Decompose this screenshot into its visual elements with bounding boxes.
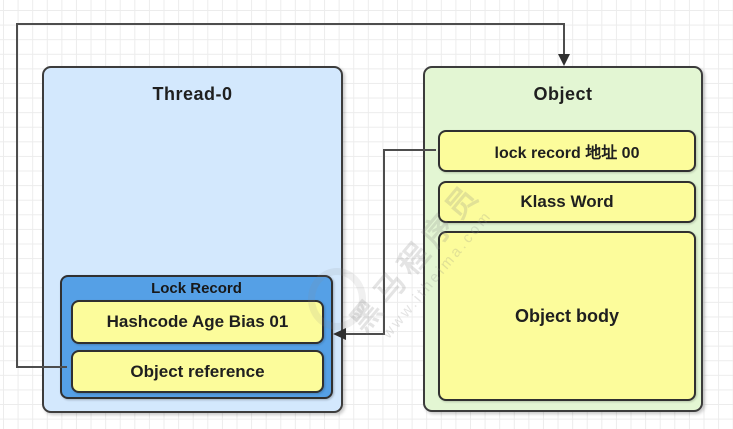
lock-record-box: Lock Record Hashcode Age Bias 01 Object … bbox=[60, 275, 333, 399]
lock-record-address-cell: lock record 地址 00 bbox=[438, 130, 696, 172]
klass-word-cell: Klass Word bbox=[438, 181, 696, 223]
thread-0-title: Thread-0 bbox=[152, 84, 233, 104]
arrowhead-down-icon bbox=[558, 54, 570, 66]
lock-record-title: Lock Record bbox=[151, 280, 242, 297]
object-title: Object bbox=[533, 84, 593, 104]
object-box: Object lock record 地址 00 Klass Word Obje… bbox=[423, 66, 703, 412]
hashcode-age-bias-cell: Hashcode Age Bias 01 bbox=[71, 300, 324, 344]
object-reference-cell: Object reference bbox=[71, 350, 324, 393]
object-body-cell: Object body bbox=[438, 231, 696, 401]
thread-0-box: Thread-0 Lock Record Hashcode Age Bias 0… bbox=[42, 66, 343, 413]
